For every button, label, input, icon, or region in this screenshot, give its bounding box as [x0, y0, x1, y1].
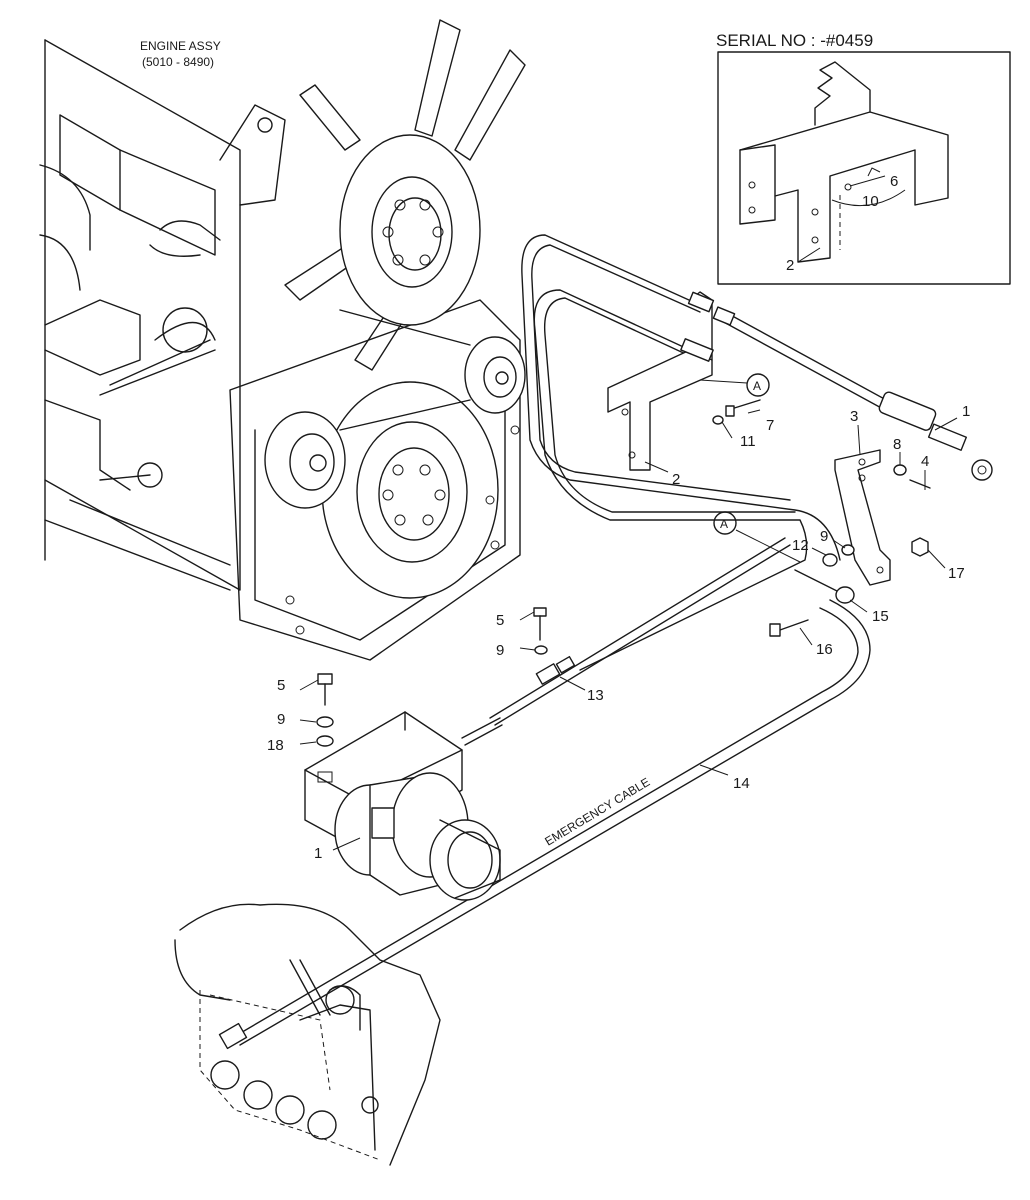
callout-1-top: 1: [962, 403, 970, 420]
operator-console: [174, 903, 441, 1166]
callout-3: 3: [850, 408, 858, 425]
engine-assembly: [39, 19, 526, 661]
inset-bracket: [739, 61, 949, 263]
reference-marker-a-upper: [699, 373, 770, 397]
engine-serial-range: (5010 - 8490): [142, 55, 214, 69]
callout-leaders: [299, 409, 958, 851]
callout-9-mid: 9: [496, 642, 504, 659]
callout-1-motor: 1: [314, 845, 322, 862]
motor-assembly: [304, 711, 503, 901]
hardware: [316, 399, 931, 747]
callout-2: 2: [672, 471, 680, 488]
callout-13: 13: [587, 687, 604, 704]
callout-9-lower: 9: [277, 711, 285, 728]
callout-15: 15: [872, 608, 889, 625]
callout-16: 16: [816, 641, 833, 658]
callout-5-upper: 5: [496, 612, 504, 629]
callout-12: 12: [792, 537, 809, 554]
cable-fittings: [680, 291, 993, 481]
callout-7: 7: [766, 417, 774, 434]
callout-14: 14: [733, 775, 750, 792]
callout-18: 18: [267, 737, 284, 754]
reference-marker-a-upper-label: A: [753, 379, 761, 393]
reference-marker-a-lower: [713, 511, 801, 563]
lever-3: [834, 449, 891, 586]
cable-routing: [231, 234, 891, 1046]
engine-title: ENGINE ASSY: [140, 39, 221, 53]
serial-inset-title: SERIAL NO : -#0459: [716, 31, 873, 50]
reference-marker-a-lower-label: A: [720, 517, 728, 531]
callout-4: 4: [921, 453, 929, 470]
callout-17: 17: [948, 565, 965, 582]
inset-callout-2: 2: [786, 257, 794, 274]
callout-5-lower: 5: [277, 677, 285, 694]
callout-9-right: 9: [820, 528, 828, 545]
inset-callout-10: 10: [862, 193, 879, 210]
emergency-cable-label: EMERGENCY CABLE: [542, 775, 652, 849]
inset-callout-6: 6: [890, 173, 898, 190]
serial-inset-frame: [717, 51, 1011, 285]
callout-11: 11: [740, 433, 756, 450]
callout-8: 8: [893, 436, 901, 453]
